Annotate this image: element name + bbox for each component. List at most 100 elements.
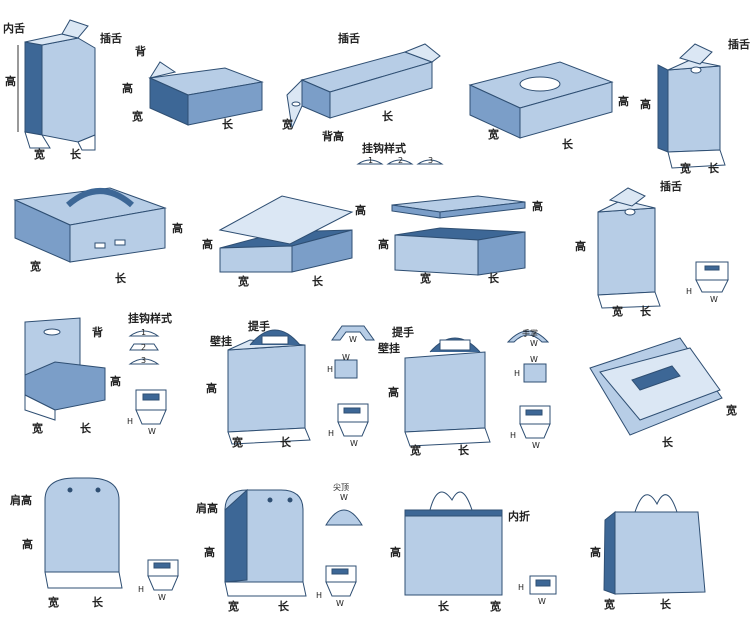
label-chang-3: 长: [382, 109, 394, 123]
box-hang-back: [24, 317, 106, 421]
label-gao-17: 高: [590, 545, 601, 559]
label-chang-12: 长: [458, 443, 470, 457]
label-chang-4: 长: [562, 137, 574, 151]
label-cha-she-3: 插舌: [728, 37, 750, 51]
label-hook-style-2: 挂钩样式: [128, 311, 172, 325]
handle-detail-12: [506, 330, 551, 439]
box-handle-tray: [13, 187, 167, 263]
label-kuan-15: 宽: [227, 599, 239, 613]
box-hanging-sleeve: [286, 43, 441, 130]
box-flip-lid: [218, 195, 354, 273]
hook-detail-10: [135, 389, 167, 425]
label-bei-gao: 背高: [322, 129, 344, 143]
box-tall-hang-tuck: [657, 43, 726, 169]
label-kuan-13: 宽: [725, 403, 737, 417]
box-flat-mailer: [148, 61, 264, 126]
hook-num-3a: 3: [428, 156, 433, 165]
label-bi-gua-1: 壁挂: [210, 334, 232, 348]
label-jian-gao-2: 肩高: [196, 501, 218, 515]
hook-style-shapes-2: [128, 330, 160, 365]
label-W-15a: W: [340, 493, 348, 502]
label-H-11a: H: [327, 365, 333, 374]
hook-num-2a: 2: [398, 156, 403, 165]
label-W-12a: W: [530, 339, 538, 348]
box-gable-shoulder-2: [224, 488, 307, 597]
label-chang-7: 长: [312, 274, 324, 288]
label-kuan-2: 宽: [131, 109, 143, 123]
label-kuan-5: 宽: [679, 161, 691, 175]
label-H-12b: H: [510, 431, 516, 440]
label-chang-8: 长: [488, 271, 500, 285]
label-chang-15: 长: [278, 599, 290, 613]
box-shopping-bag-2: [603, 494, 706, 595]
label-gao-8a: 高: [532, 199, 543, 213]
label-gao-7a: 高: [355, 203, 366, 217]
label-cha-she-1: 插舌: [100, 31, 122, 45]
label-kuan-11: 宽: [231, 435, 243, 449]
label-gao-1: 高: [5, 74, 16, 88]
label-bei: 背: [135, 44, 146, 58]
hook-num-3b: 3: [141, 356, 146, 365]
box-tall-tuck-1: [24, 19, 96, 151]
label-W-11c: W: [350, 439, 358, 448]
label-H-16: H: [518, 583, 524, 592]
label-ti-shou-2: 提手: [392, 325, 414, 339]
label-gao-2: 高: [122, 81, 133, 95]
label-jian-ding: 尖顶: [333, 482, 349, 492]
label-kuan-8: 宽: [419, 271, 431, 285]
label-kuan-3: 宽: [281, 117, 293, 131]
label-shou-zhang: 手掌: [522, 328, 538, 338]
label-chang-13: 长: [662, 435, 674, 449]
box-tissue: [468, 61, 614, 139]
label-hook-style-1: 挂钩样式: [362, 141, 406, 155]
label-gao-10: 高: [110, 374, 121, 388]
handle-detail-11: [331, 325, 375, 437]
box-flat-handle: [589, 337, 723, 436]
label-kuan-1: 宽: [33, 147, 45, 161]
label-chang-14: 长: [92, 595, 104, 609]
label-gao-7b: 高: [202, 237, 213, 251]
label-gao-4: 高: [618, 94, 629, 108]
label-kuan-6: 宽: [29, 259, 41, 273]
label-chang-17: 长: [660, 597, 672, 611]
label-chang-16: 长: [438, 599, 450, 613]
label-chang-5: 长: [708, 161, 720, 175]
box-lid-base: [391, 195, 526, 276]
label-chang-11: 长: [280, 435, 292, 449]
hook-num-1b: 1: [141, 328, 146, 337]
hook-detail-14: [147, 559, 179, 591]
label-gao-14: 高: [22, 537, 33, 551]
label-W-16: W: [538, 597, 546, 606]
label-gao-8b: 高: [378, 237, 389, 251]
label-W-12c: W: [532, 441, 540, 450]
label-bei-2: 背: [92, 325, 103, 339]
label-chang-10: 长: [80, 421, 92, 435]
label-kuan-16: 宽: [489, 599, 501, 613]
label-W-12b: W: [530, 355, 538, 364]
label-chang-2: 长: [222, 117, 234, 131]
box-handle-wall: [227, 329, 311, 445]
label-gao-6: 高: [172, 221, 183, 235]
bag-detail-16: [529, 575, 557, 595]
hook-num-1a: 1: [368, 156, 373, 165]
label-W-11a: W: [349, 335, 357, 344]
label-gao-15: 高: [204, 545, 215, 559]
label-W-9: W: [710, 295, 718, 304]
label-kuan-12: 宽: [409, 443, 421, 457]
hook-num-2b: 2: [141, 343, 146, 352]
label-H-12a: H: [514, 369, 520, 378]
label-H-11b: H: [328, 429, 334, 438]
label-kuan-17: 宽: [603, 597, 615, 611]
label-nei-zhe: 内折: [508, 509, 530, 523]
label-kuan-10: 宽: [31, 421, 43, 435]
box-gable-shoulder: [44, 477, 123, 589]
label-gao-11: 高: [206, 381, 217, 395]
box-shopping-bag-1: [404, 491, 503, 596]
label-H-9: H: [686, 287, 692, 296]
label-W-15b: W: [336, 599, 344, 608]
hook-detail-15: [325, 509, 363, 597]
label-nei-she: 内舌: [3, 21, 25, 35]
label-chang-6: 长: [115, 271, 127, 285]
